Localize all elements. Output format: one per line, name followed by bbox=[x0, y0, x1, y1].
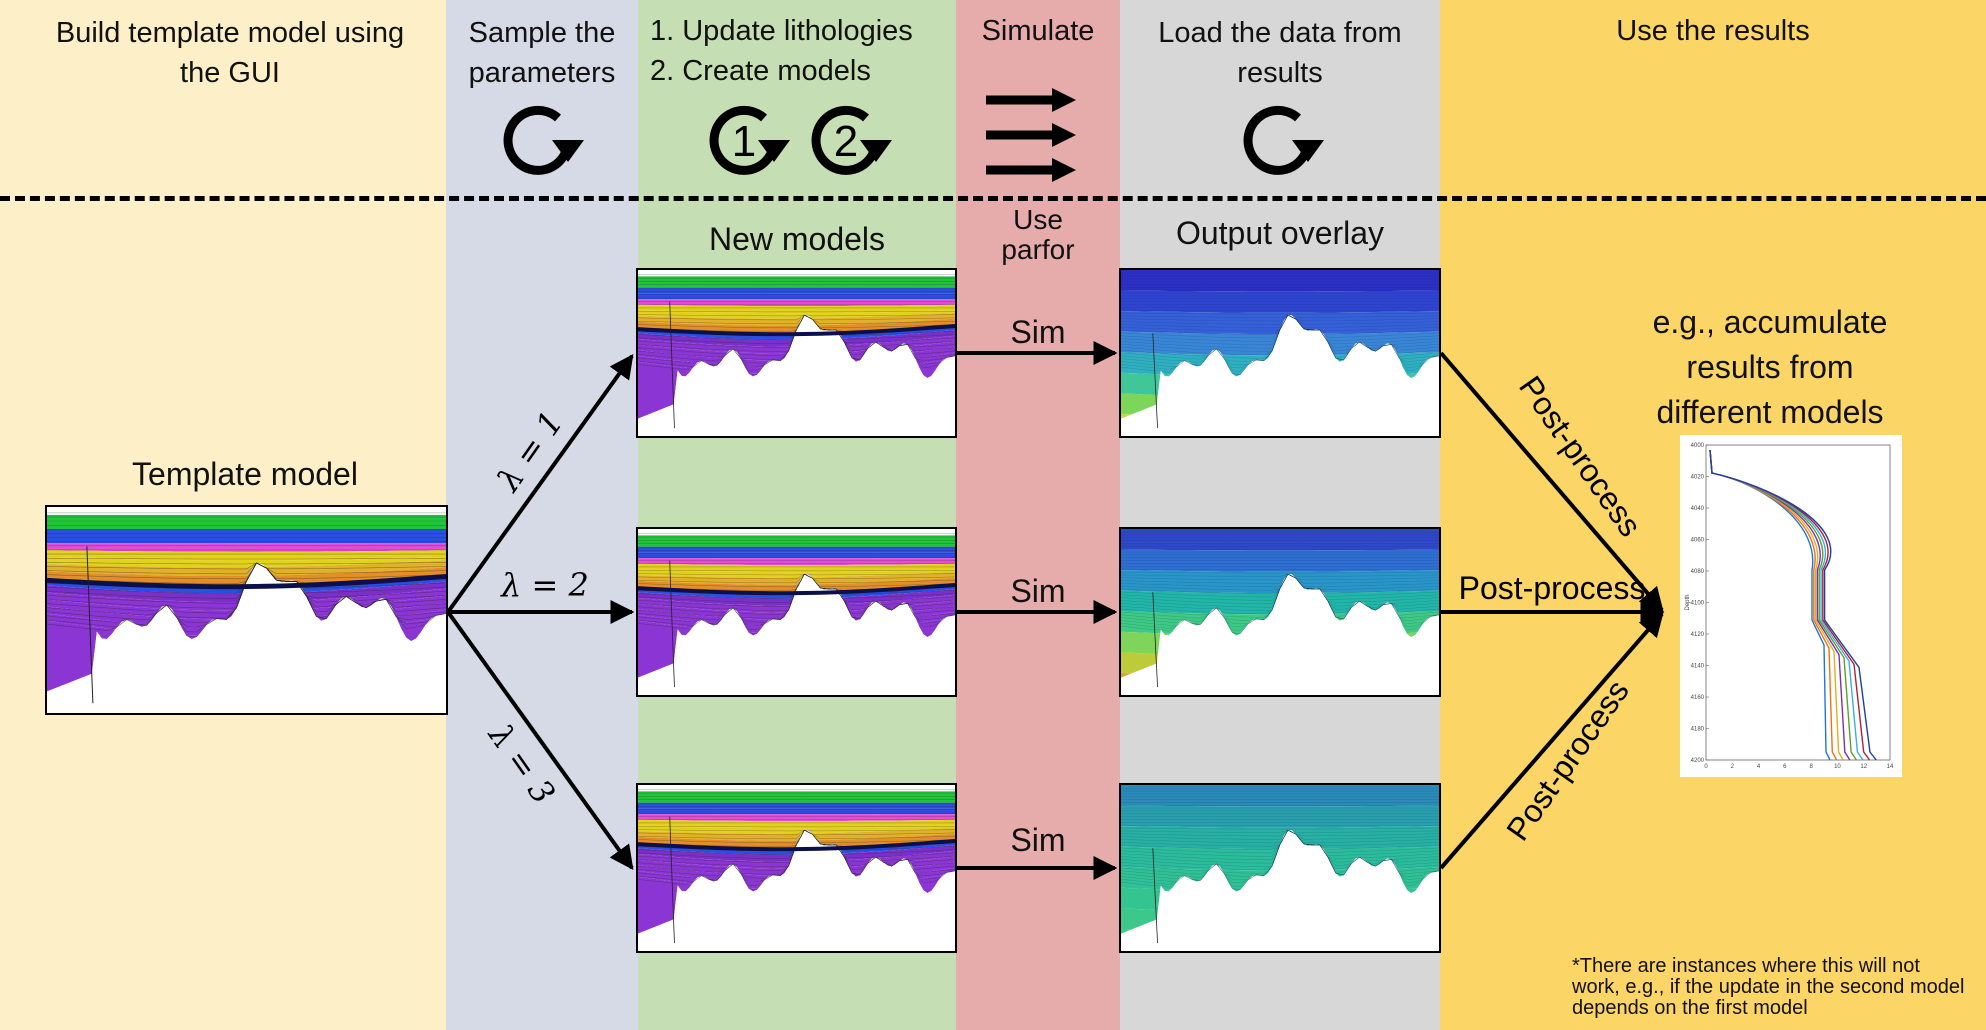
step-2-icon: 2 bbox=[811, 105, 892, 175]
footnote: *There are instances where this will not… bbox=[1572, 955, 1965, 1019]
template-model-panel bbox=[45, 505, 448, 715]
x-tick-label: 4 bbox=[1757, 764, 1761, 770]
refresh-icon bbox=[503, 105, 584, 175]
y-tick-label: 4100 bbox=[1691, 601, 1705, 607]
step-1-icon: 1 bbox=[709, 105, 790, 175]
y-tick-label: 4200 bbox=[1691, 758, 1705, 764]
stage-title-sample: Sample the parameters bbox=[468, 17, 616, 89]
new-models-label: New models bbox=[708, 221, 886, 257]
use-parfor-line-2: parfor bbox=[1001, 234, 1075, 265]
y-tick-label: 4120 bbox=[1691, 632, 1705, 638]
stage-title-update-create: 1. Update lithologies 2. Create models bbox=[650, 11, 950, 91]
y-tick-label: 4080 bbox=[1691, 569, 1705, 575]
y-tick-label: 4000 bbox=[1691, 443, 1705, 449]
stage-title-load: Load the data from results bbox=[1158, 17, 1402, 89]
refresh-icon bbox=[1243, 105, 1324, 175]
x-tick-label: 8 bbox=[1809, 764, 1813, 770]
template-model-label: Template model bbox=[132, 456, 358, 492]
step-2-number: 2 bbox=[834, 117, 858, 166]
x-tick-label: 6 bbox=[1783, 764, 1787, 770]
geo-section-model-1 bbox=[638, 270, 955, 436]
geo-section-model-3 bbox=[638, 785, 955, 951]
y-tick-label: 4140 bbox=[1691, 664, 1705, 670]
new-model-2-panel bbox=[636, 527, 957, 697]
new-model-1-panel bbox=[636, 268, 957, 438]
result-label: e.g., accumulate results from different … bbox=[1620, 300, 1920, 435]
sim-label-2: Sim bbox=[1010, 573, 1066, 609]
result-label-line-1: e.g., accumulate bbox=[1652, 304, 1888, 340]
x-tick-label: 10 bbox=[1834, 764, 1841, 770]
post-arrow-3 bbox=[1439, 612, 1664, 870]
y-tick-label: 4060 bbox=[1691, 538, 1705, 544]
post-arrow-1 bbox=[1439, 351, 1664, 612]
geo-section-model-2 bbox=[638, 529, 955, 695]
output-overlay-1 bbox=[1121, 270, 1439, 436]
depth-profile-plot: 4000402040404060408041004120414041604180… bbox=[1685, 443, 1894, 770]
lambda-label-2: λ = 2 bbox=[501, 566, 589, 604]
output-overlay-1-panel bbox=[1119, 268, 1441, 438]
stage-title-line-2: 2. Create models bbox=[650, 55, 871, 87]
y-tick-label: 4020 bbox=[1691, 475, 1705, 481]
output-overlay-3 bbox=[1121, 785, 1439, 951]
x-tick-label: 2 bbox=[1731, 764, 1735, 770]
output-overlay-3-panel bbox=[1119, 783, 1441, 953]
output-overlay-label: Output overlay bbox=[1175, 215, 1385, 251]
y-tick-label: 4040 bbox=[1691, 506, 1705, 512]
dashed-divider bbox=[0, 196, 1986, 201]
use-parfor-label: Use parfor bbox=[956, 205, 1120, 265]
use-parfor-line-1: Use bbox=[1013, 204, 1063, 235]
new-model-3-panel bbox=[636, 783, 957, 953]
profile-line bbox=[1709, 449, 1877, 761]
stage-title-line-1: 1. Update lithologies bbox=[650, 15, 913, 47]
output-overlay-2 bbox=[1121, 529, 1439, 695]
stage-title-simulate: Simulate bbox=[981, 15, 1095, 47]
branch-arrow-1 bbox=[446, 354, 634, 614]
x-tick-label: 0 bbox=[1704, 764, 1708, 770]
y-axis-label: Depth bbox=[1685, 594, 1691, 610]
arrows-right-icon bbox=[986, 88, 1076, 182]
result-label-line-3: different models bbox=[1656, 394, 1884, 430]
stage-title-build: Build template model using the GUI bbox=[55, 17, 405, 89]
step-1-number: 1 bbox=[732, 117, 756, 166]
geo-section-template bbox=[47, 507, 446, 713]
x-tick-label: 12 bbox=[1860, 764, 1867, 770]
sim-label-1: Sim bbox=[1010, 314, 1066, 350]
result-label-line-2: results from bbox=[1686, 349, 1854, 385]
x-tick-label: 14 bbox=[1887, 764, 1894, 770]
y-tick-label: 4160 bbox=[1691, 695, 1705, 701]
sim-label-3: Sim bbox=[1010, 822, 1066, 858]
branch-arrow-3 bbox=[446, 610, 634, 870]
output-overlay-2-panel bbox=[1119, 527, 1441, 697]
post-process-label-2: Post-process bbox=[1458, 570, 1646, 606]
y-tick-label: 4180 bbox=[1691, 727, 1705, 733]
stage-title-use: Use the results bbox=[1616, 15, 1810, 47]
